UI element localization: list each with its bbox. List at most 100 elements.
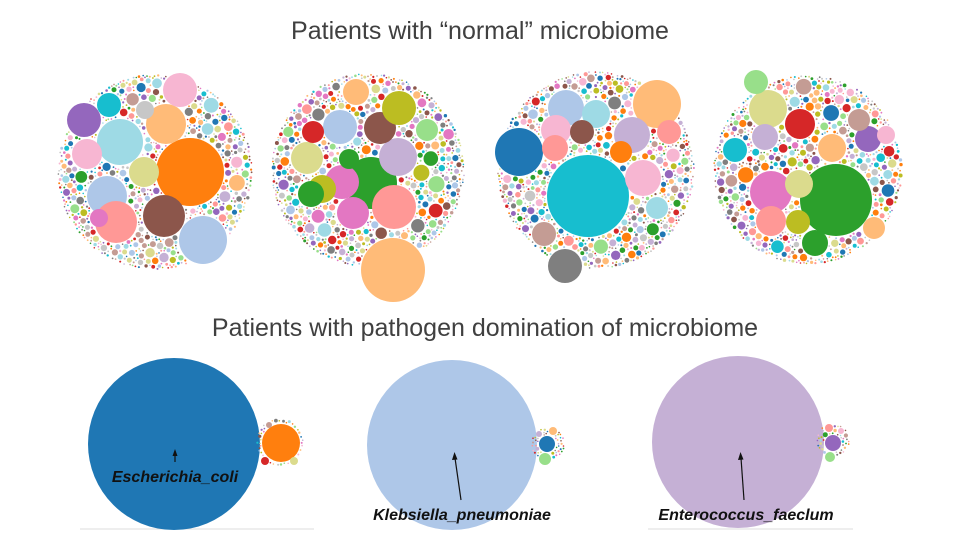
- small-bubble: [740, 110, 743, 114]
- small-bubble: [507, 190, 513, 196]
- small-bubble: [258, 447, 261, 450]
- small-bubble: [371, 221, 379, 229]
- small-bubble: [324, 238, 327, 241]
- small-bubble: [196, 210, 198, 213]
- small-bubble: [526, 205, 529, 208]
- bubble: [291, 142, 323, 174]
- small-bubble: [822, 118, 825, 121]
- small-bubble: [591, 250, 594, 253]
- small-bubble: [316, 249, 319, 253]
- small-bubble: [427, 215, 431, 219]
- small-bubble: [274, 141, 279, 145]
- small-bubble: [117, 168, 120, 171]
- small-bubble: [292, 198, 300, 206]
- small-bubble: [788, 204, 794, 210]
- small-bubble: [683, 186, 689, 192]
- small-bubble: [298, 141, 301, 143]
- small-bubble: [245, 187, 248, 189]
- small-bubble: [725, 206, 728, 209]
- small-bubble: [713, 162, 715, 164]
- small-bubble: [731, 113, 735, 116]
- small-bubble: [569, 146, 571, 149]
- small-bubble: [630, 259, 632, 262]
- small-bubble: [260, 451, 263, 454]
- small-bubble: [676, 167, 684, 175]
- small-bubble: [523, 212, 526, 215]
- small-bubble: [345, 104, 351, 110]
- small-bubble: [846, 114, 849, 116]
- small-bubble: [822, 429, 824, 432]
- small-bubble: [137, 259, 144, 266]
- small-bubble: [785, 98, 788, 101]
- small-bubble: [209, 91, 212, 94]
- small-bubble: [289, 164, 291, 166]
- small-bubble: [845, 98, 850, 103]
- small-bubble: [874, 194, 877, 196]
- small-bubble: [172, 235, 178, 241]
- small-bubble: [510, 203, 517, 209]
- small-bubble: [308, 114, 311, 117]
- small-bubble: [197, 86, 200, 88]
- small-bubble: [859, 152, 866, 158]
- small-bubble: [860, 97, 867, 103]
- small-bubble: [133, 188, 136, 191]
- small-bubble: [581, 88, 587, 94]
- small-bubble: [557, 450, 560, 453]
- small-bubble: [60, 146, 64, 150]
- small-bubble: [883, 119, 886, 121]
- small-bubble: [611, 140, 614, 143]
- small-bubble: [287, 462, 290, 465]
- small-bubble: [525, 235, 528, 238]
- small-bubble: [877, 118, 880, 120]
- small-bubble: [612, 125, 614, 128]
- pointer-arrowhead-1: [172, 449, 178, 456]
- bubble: [802, 230, 828, 256]
- small-bubble: [744, 211, 747, 214]
- small-bubble: [242, 209, 245, 212]
- small-bubble: [426, 183, 428, 185]
- small-bubble: [172, 264, 175, 266]
- small-bubble: [527, 207, 535, 215]
- small-bubble: [533, 106, 536, 108]
- small-bubble: [233, 225, 236, 228]
- small-bubble: [860, 91, 863, 94]
- small-bubble: [808, 136, 810, 139]
- small-bubble: [544, 159, 547, 162]
- small-bubble: [454, 207, 457, 210]
- small-bubble: [188, 127, 191, 129]
- small-bubble: [428, 176, 445, 193]
- small-bubble: [611, 247, 614, 250]
- small-bubble: [559, 237, 562, 240]
- small-bubble: [816, 84, 822, 90]
- small-bubble: [111, 85, 113, 87]
- small-bubble: [63, 186, 66, 189]
- small-bubble: [662, 143, 664, 146]
- small-bubble: [817, 444, 820, 447]
- small-bubble: [153, 183, 156, 186]
- small-bubble: [622, 262, 625, 265]
- small-bubble: [451, 208, 454, 211]
- small-bubble: [593, 87, 600, 94]
- small-bubble: [66, 167, 72, 173]
- small-bubble: [103, 252, 106, 255]
- small-bubble: [162, 99, 166, 103]
- small-bubble: [888, 182, 890, 184]
- small-bubble: [746, 224, 749, 227]
- small-bubble: [234, 150, 238, 155]
- small-bubble: [338, 248, 346, 256]
- small-bubble: [725, 124, 727, 127]
- small-bubble: [769, 248, 771, 250]
- small-bubble: [312, 106, 315, 108]
- small-bubble: [187, 132, 190, 135]
- small-bubble: [787, 255, 791, 259]
- small-bubble: [555, 240, 558, 242]
- small-bubble: [847, 440, 850, 443]
- small-bubble: [597, 75, 603, 81]
- bubble: [785, 109, 815, 139]
- small-bubble: [548, 163, 551, 166]
- small-bubble: [242, 139, 245, 142]
- small-bubble: [63, 188, 70, 196]
- small-bubble: [388, 230, 391, 232]
- small-bubble: [524, 214, 528, 218]
- small-bubble: [637, 217, 643, 222]
